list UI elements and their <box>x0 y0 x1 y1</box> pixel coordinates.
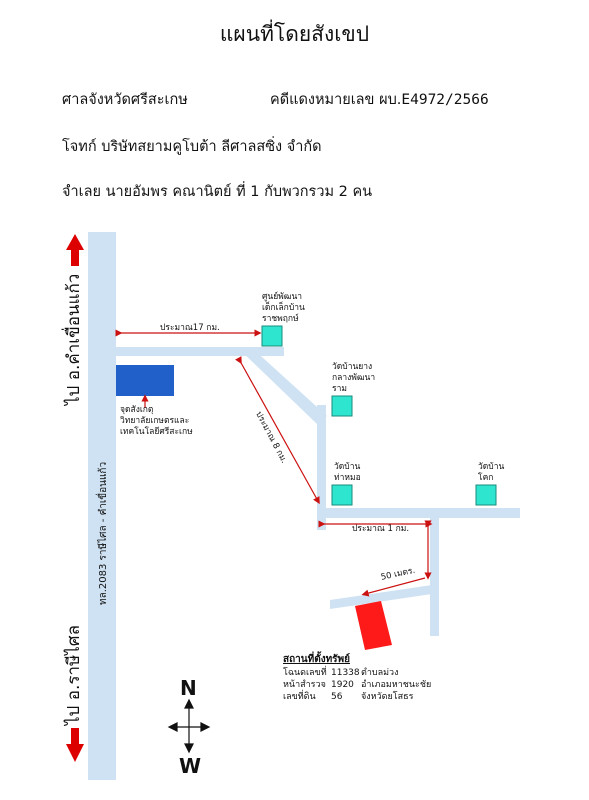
property-field-label: เลขที่ดิน <box>283 692 316 702</box>
agri-college-label-line: เทคโนโลยีศรีสะเกษ <box>120 427 193 437</box>
property-field-label: หน้าสำรวจ <box>283 680 326 690</box>
dev-center-label-line: ราชพฤกษ์ <box>262 314 299 324</box>
wat-thamo-marker <box>331 484 353 506</box>
road-wat-yang <box>317 405 326 530</box>
north-direction-arrow <box>66 234 84 266</box>
property-row: เลขที่ดิน 56 จังหวัดยโสธร <box>283 691 431 703</box>
wat-thamo-label: วัดบ้าน ท่าหมอ <box>334 462 361 484</box>
wat-yang-label: วัดบ้านยาง กลางพัฒนา ราม <box>332 362 375 395</box>
property-row: โฉนดเลขที่ 11338ตำบลม่วง <box>283 667 431 679</box>
wat-yang-label-line: ราม <box>332 384 347 394</box>
court-name: ศาลจังหวัดศรีสะเกษ <box>62 92 188 108</box>
compass-north-label: N <box>180 676 197 700</box>
map-title: แผนที่โดยสังเขป <box>219 22 370 46</box>
wat-khok-marker <box>475 484 497 506</box>
compass-west-label: W <box>179 754 202 778</box>
agri-college-label: จุดสังเกตุ วิทยาลัยเกษตรและ เทคโนโลยีศรี… <box>120 405 193 438</box>
defendant-line: จำเลย นายอัมพร คณานิตย์ ที่ 1 กับพวกรวม … <box>62 184 373 200</box>
property-info: สถานที่ตั้งทรัพย์ โฉนดเลขที่ 11338ตำบลม่ว… <box>283 652 431 703</box>
arrow-8km <box>235 356 320 505</box>
dev-center-label: ศูนย์พัฒนา เด็กเล็กบ้าน ราชพฤกษ์ <box>262 292 305 325</box>
road-east <box>317 508 520 518</box>
agri-college-block <box>116 365 174 396</box>
measurement-arrows <box>115 329 433 597</box>
diagonal-road <box>237 347 327 424</box>
arrow-50m <box>361 577 426 597</box>
case-number: คดีแดงหมายเลข ผบ.E4972/2566 <box>270 88 489 111</box>
case-number-value: E4972/2566 <box>401 92 489 108</box>
wat-khok-label-line: วัดบ้าน <box>478 462 505 472</box>
agri-college-label-line: วิทยาลัยเกษตรและ <box>120 416 190 426</box>
property-location: จังหวัดยโสธร <box>361 692 414 702</box>
road-to-dev-center <box>116 347 284 356</box>
highway-label: ทล.2083 ราษีไศล - คำเขื่อนแก้ว <box>98 461 109 605</box>
property-location: ตำบลม่วง <box>361 668 399 678</box>
wat-khok-label: วัดบ้าน โคก <box>478 462 504 484</box>
wat-thamo-label-line: ท่าหมอ <box>334 473 361 483</box>
highway-road <box>88 232 116 780</box>
property-field-label: โฉนดเลขที่ <box>283 668 327 678</box>
wat-yang-label-line: วัดบ้านยาง <box>332 362 373 372</box>
distance-1km-label: ประมาณ 1 กม. <box>352 524 410 534</box>
property-field-value: 11338 <box>331 668 360 678</box>
wat-yang-label-line: กลางพัฒนา <box>332 373 376 383</box>
dev-center-marker <box>261 325 283 347</box>
road-to-property <box>330 585 432 609</box>
top-direction-label: ไป อ.คำเขื่อนแก้ว <box>64 273 84 405</box>
property-field-value: 1920 <box>331 680 354 690</box>
property-row: หน้าสำรวจ 1920 อำเภอมหาชนะชัย <box>283 679 431 691</box>
dev-center-label-line: เด็กเล็กบ้าน <box>262 303 305 313</box>
distance-17km-label: ประมาณ17 กม. <box>160 323 220 333</box>
wat-yang-marker <box>331 395 353 417</box>
property-title: สถานที่ตั้งทรัพย์ <box>283 654 350 665</box>
property-block <box>355 601 392 650</box>
dev-center-label-line: ศูนย์พัฒนา <box>262 292 303 302</box>
south-direction-arrow <box>66 728 84 762</box>
property-field-value: 56 <box>331 692 343 702</box>
road-south <box>430 516 439 636</box>
plaintiff-line: โจทก์ บริษัทสยามคูโบต้า ลีศาลสซิ่ง จำกัด <box>62 139 322 155</box>
wat-thamo-label-line: วัดบ้าน <box>334 462 361 472</box>
compass <box>167 698 211 754</box>
bottom-direction-label: ไป อ.ราษีไศล <box>64 625 84 725</box>
case-label: คดีแดงหมายเลข ผบ. <box>270 92 402 108</box>
agri-college-label-line: จุดสังเกตุ <box>120 405 154 415</box>
wat-khok-label-line: โคก <box>478 473 494 483</box>
property-location: อำเภอมหาชนะชัย <box>361 680 432 690</box>
